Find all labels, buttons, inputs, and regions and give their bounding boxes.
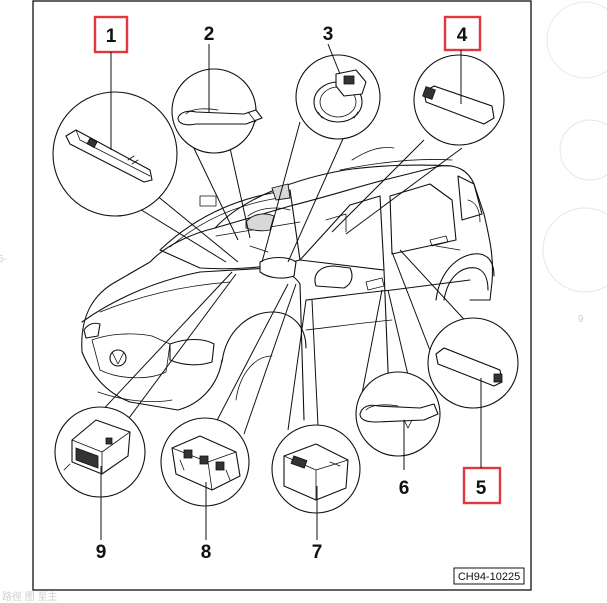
detail-bubble-7 bbox=[271, 424, 361, 514]
callout-number-4: 4 bbox=[457, 25, 468, 46]
figure-code-box bbox=[453, 567, 525, 585]
figure-frame bbox=[32, 0, 532, 591]
detail-bubble-8 bbox=[160, 417, 250, 507]
callout-number-7: 7 bbox=[312, 542, 323, 563]
detail-bubble-5 bbox=[427, 317, 519, 409]
callout-number-3: 3 bbox=[323, 24, 334, 45]
callout-number-6: 6 bbox=[399, 478, 410, 499]
ghost-text-right: 9 bbox=[578, 314, 584, 325]
detail-bubble-3 bbox=[295, 54, 381, 140]
detail-bubble-9 bbox=[54, 406, 146, 498]
ghost-text-left: 6- bbox=[0, 254, 7, 265]
leader-lines bbox=[59, 121, 497, 435]
detail-bubble-4 bbox=[413, 54, 505, 146]
detail-bubble-6 bbox=[355, 371, 441, 457]
detail-bubble-1 bbox=[52, 91, 178, 217]
callout-number-2: 2 bbox=[204, 24, 215, 45]
callout-number-8: 8 bbox=[201, 542, 212, 563]
callout-number-1: 1 bbox=[106, 26, 117, 47]
figure-code: CH94-10225 bbox=[458, 571, 520, 583]
callout-5-highlight-box bbox=[462, 466, 502, 505]
callout-number-9: 9 bbox=[96, 542, 107, 563]
detail-bubble-2 bbox=[171, 68, 263, 154]
ghost-text-bottom: 路徑 图 至主 bbox=[2, 590, 58, 603]
vehicle-illustration bbox=[81, 147, 495, 421]
callout-number-5: 5 bbox=[476, 478, 487, 499]
callout-4-highlight-box bbox=[443, 15, 482, 52]
